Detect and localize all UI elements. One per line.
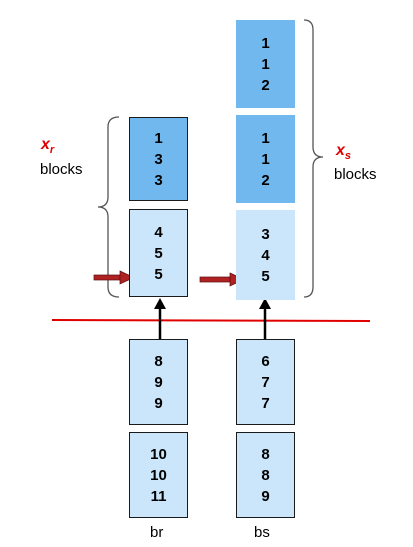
block-value: 3	[154, 150, 163, 168]
xr-blocks-label: blocks	[40, 161, 83, 178]
up-arrow-br	[154, 298, 166, 339]
br-block-4: 10 10 11	[129, 432, 188, 518]
block-value: 6	[261, 352, 270, 370]
block-value: 1	[261, 34, 270, 52]
xs-symbol: xs	[336, 142, 352, 163]
block-value: 4	[154, 223, 163, 241]
block-value: 7	[261, 373, 270, 391]
xs-blocks-label: blocks	[334, 166, 377, 183]
block-value: 3	[154, 171, 163, 189]
bs-block-3: 3 4 5	[236, 210, 295, 300]
block-value: 1	[261, 150, 270, 168]
block-value: 5	[261, 267, 270, 285]
block-value: 7	[261, 394, 270, 412]
block-value: 10	[150, 445, 167, 463]
block-value: 3	[261, 225, 270, 243]
br-block-2: 4 5 5	[129, 209, 188, 297]
block-value: 8	[261, 445, 270, 463]
block-value: 1	[154, 129, 163, 147]
block-value: 4	[261, 246, 270, 264]
bs-column-label: bs	[254, 524, 270, 541]
divider-line	[51, 319, 371, 322]
up-arrow-bs	[259, 298, 271, 339]
right-arrow-icon	[93, 270, 135, 285]
block-value: 1	[261, 55, 270, 73]
bs-block-5: 8 8 9	[236, 432, 295, 518]
block-value: 2	[261, 171, 270, 189]
xr-brace	[97, 116, 120, 298]
br-block-1: 1 3 3	[129, 117, 188, 201]
bs-block-2: 1 1 2	[236, 115, 295, 203]
block-value: 2	[261, 76, 270, 94]
block-value: 8	[261, 466, 270, 484]
block-value: 8	[154, 352, 163, 370]
block-value: 11	[150, 487, 167, 505]
br-column-label: br	[150, 524, 164, 541]
bs-block-1: 1 1 2	[236, 20, 295, 108]
xr-symbol: xr	[41, 136, 55, 157]
block-value: 1	[261, 129, 270, 147]
block-value: 9	[154, 394, 163, 412]
block-value: 5	[154, 265, 163, 283]
block-value: 9	[261, 487, 270, 505]
block-value: 5	[154, 244, 163, 262]
block-value: 9	[154, 373, 163, 391]
bs-block-4: 6 7 7	[236, 339, 295, 425]
br-block-3: 8 9 9	[129, 339, 188, 425]
xs-brace	[303, 19, 324, 298]
block-value: 10	[150, 466, 167, 484]
